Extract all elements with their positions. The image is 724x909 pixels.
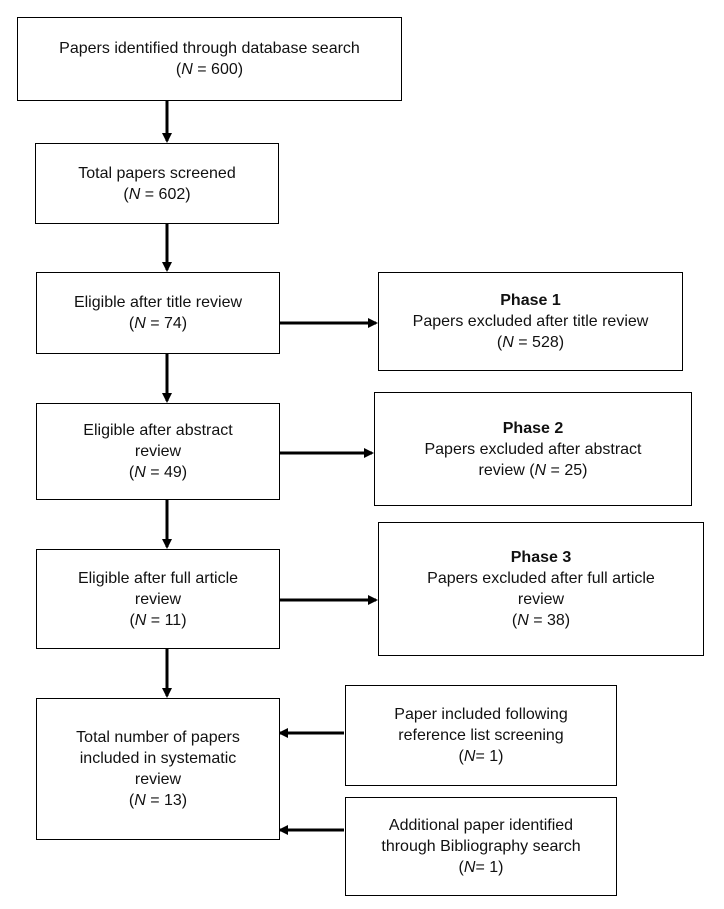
bibliography-search-text-1: Additional paper identified (388, 817, 574, 834)
title-eligible-count: (N = 74) (128, 315, 188, 332)
phase3-text-1: Papers excluded after full article (427, 570, 655, 587)
abstract-eligible-count: (N = 49) (128, 464, 188, 481)
full-eligible-box: Eligible after full article review (N = … (36, 549, 280, 649)
screened-text: Total papers screened (78, 164, 236, 182)
reference-screening-count: (N= 1) (458, 748, 504, 765)
screened-count: (N = 602) (123, 185, 191, 203)
identified-count: (N = 600) (175, 61, 244, 78)
screened-box: Total papers screened (N = 602) (35, 143, 279, 224)
phase2-count: review (N = 25) (478, 461, 588, 479)
total-included-count: (N = 13) (128, 792, 188, 809)
reference-screening-text-1: Paper included following (394, 706, 568, 723)
phase3-count: (N = 38) (511, 612, 571, 629)
identified-text: Papers identified through database searc… (59, 40, 360, 57)
full-eligible-text-2: review (134, 590, 182, 608)
phase1-text: Papers excluded after title review (412, 313, 649, 330)
bibliography-search-count: (N= 1) (458, 859, 504, 876)
identified-box: Papers identified through database searc… (17, 17, 402, 101)
abstract-eligible-box: Eligible after abstract review (N = 49) (36, 403, 280, 500)
full-eligible-text-1: Eligible after full article (77, 569, 239, 587)
reference-screening-box: Paper included following reference list … (345, 685, 617, 786)
total-included-text-3: review (134, 771, 182, 788)
phase1-title: Phase 1 (500, 292, 561, 309)
phase3-text-2: review (517, 591, 565, 608)
phase1-box: Phase 1 Papers excluded after title revi… (378, 272, 683, 371)
phase2-text: Papers excluded after abstract (424, 440, 642, 458)
total-included-box: Total number of papers included in syste… (36, 698, 280, 840)
phase2-title: Phase 2 (502, 419, 564, 437)
title-eligible-text: Eligible after title review (73, 294, 243, 311)
bibliography-search-text-2: through Bibliography search (381, 838, 581, 855)
abstract-eligible-text-1: Eligible after abstract (83, 422, 233, 439)
bibliography-search-box: Additional paper identified through Bibl… (345, 797, 617, 896)
abstract-eligible-text-2: review (134, 443, 182, 460)
total-included-text-2: included in systematic (79, 750, 237, 767)
phase2-box: Phase 2 Papers excluded after abstract r… (374, 392, 692, 506)
full-eligible-count: (N = 11) (129, 611, 187, 629)
phase1-count: (N = 528) (496, 334, 565, 351)
reference-screening-text-2: reference list screening (398, 727, 564, 744)
total-included-text-1: Total number of papers (76, 729, 240, 746)
phase3-title: Phase 3 (510, 549, 572, 566)
title-eligible-box: Eligible after title review (N = 74) (36, 272, 280, 354)
phase3-box: Phase 3 Papers excluded after full artic… (378, 522, 704, 656)
